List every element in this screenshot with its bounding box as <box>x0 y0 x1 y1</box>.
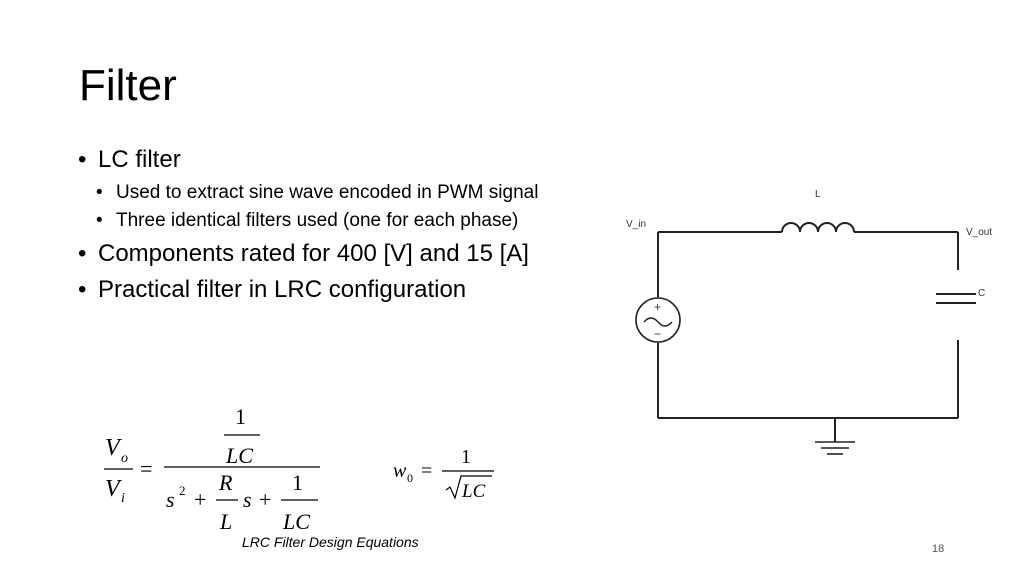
eq-equals: = <box>140 456 152 481</box>
inductor-symbol <box>781 222 855 233</box>
eq-vo: V <box>105 435 122 461</box>
eq-den-s: s <box>166 487 175 512</box>
eq-vo-sub: o <box>121 451 128 466</box>
sub-bullet-sine-wave: Used to extract sine wave encoded in PWM… <box>78 182 636 204</box>
slide-title: Filter <box>79 61 177 110</box>
bullet-practical-filter: Practical filter in LRC configuration <box>78 276 618 304</box>
eq-one: 1 <box>292 470 303 495</box>
eq-w-equals: = <box>421 460 432 482</box>
sub-bullet-list: Used to extract sine wave encoded in PWM… <box>78 182 618 232</box>
eq-w-sub: 0 <box>407 471 413 485</box>
label-vout: V_out <box>966 227 992 238</box>
eq-num-lc: LC <box>225 443 253 468</box>
eq-w-one: 1 <box>461 446 471 468</box>
ac-sine-icon <box>643 317 673 327</box>
eq-w-lc: LC <box>461 481 486 502</box>
eq-l: L <box>219 509 232 534</box>
eq-w: w <box>393 460 407 482</box>
label-vin: V_in <box>626 219 646 230</box>
figure-caption: LRC Filter Design Equations <box>242 534 419 550</box>
eq-plus-1: + <box>194 487 206 512</box>
label-inductor: L <box>815 189 821 200</box>
bullet-list: LC filter Used to extract sine wave enco… <box>78 146 618 312</box>
eq-r: R <box>218 470 233 495</box>
bullet-lc-filter: LC filter <box>78 146 618 174</box>
lrc-circuit-diagram <box>635 222 976 455</box>
eq-one-lc: LC <box>282 509 310 534</box>
page-number: 18 <box>932 543 945 555</box>
source-minus-sign: − <box>654 327 661 341</box>
transfer-function-equation: V o V i = 1 LC s 2 + R L s + 1 LC <box>104 404 320 534</box>
eq-plus-2: + <box>259 487 271 512</box>
ac-source-symbol <box>635 297 681 343</box>
eq-vi: V <box>105 476 122 502</box>
eq-num-one: 1 <box>235 404 246 429</box>
eq-vi-sub: i <box>121 491 125 506</box>
sqrt-icon <box>445 475 492 500</box>
resonance-equation: w 0 = 1 LC <box>393 446 494 502</box>
sub-bullet-three-filters: Three identical filters used (one for ea… <box>78 210 576 232</box>
eq-s-term: s <box>243 487 252 512</box>
eq-den-exp: 2 <box>179 483 186 498</box>
label-capacitor: C <box>978 288 985 299</box>
bullet-components-rating: Components rated for 400 [V] and 15 [A] <box>78 240 618 268</box>
source-plus-sign: + <box>654 300 661 314</box>
